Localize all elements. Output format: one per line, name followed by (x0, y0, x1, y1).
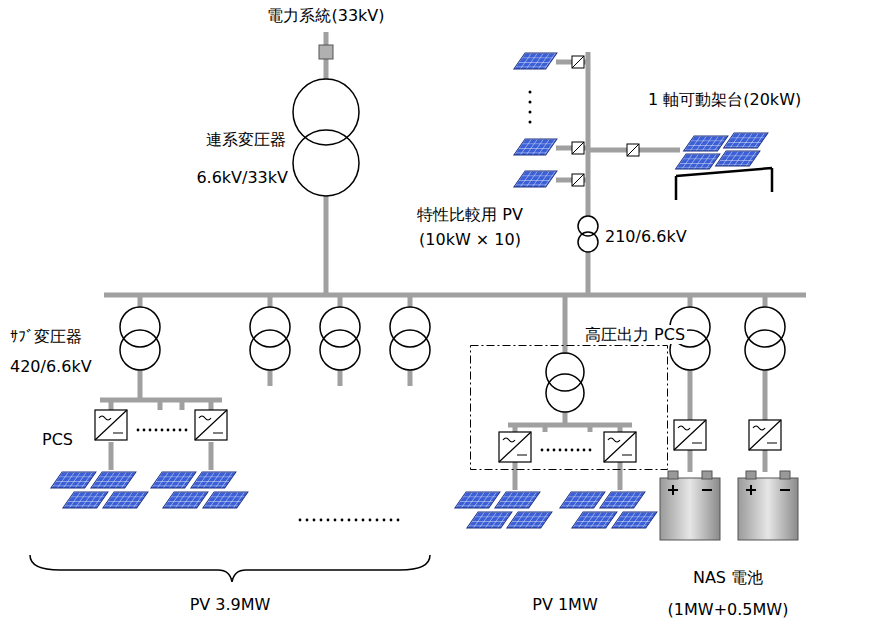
pv-panel (600, 492, 645, 508)
pcs-label: PCS (42, 430, 73, 449)
voltage-rating: 6.6kV/33kV (196, 168, 288, 187)
pv-panel (683, 136, 728, 151)
enclosure-heading: 高圧出力 PCS (583, 325, 687, 344)
breaker-symbols (572, 56, 639, 186)
pcs-symbol (604, 432, 636, 462)
voltage-rating: 420/6.6kV (10, 357, 92, 376)
capacity-label: PV 3.9MW (190, 595, 271, 614)
capacity-label: (1MW+0.5MW) (668, 600, 789, 619)
transformer-name: 連系変圧器 (206, 130, 286, 149)
pv-panel (514, 171, 557, 187)
pv-panel (191, 472, 236, 488)
pcs-symbols (95, 410, 781, 462)
tracker-label: 1 軸可動架台(20kW) (648, 90, 801, 109)
tracker-frame (676, 168, 772, 200)
pv-panel (467, 512, 512, 528)
bus-wires (100, 32, 806, 490)
battery-name: NAS 電池 (693, 568, 763, 587)
brace (30, 555, 430, 582)
capacity-label: PV 1MW (532, 595, 597, 614)
pcs-symbol (95, 410, 127, 440)
pv-panel (675, 154, 720, 169)
transformer-name: ｻﾌﾞ変圧器 (10, 327, 82, 346)
pv-panel (723, 133, 768, 148)
pcs-symbol (674, 420, 706, 450)
voltage-rating: 210/6.6kV (605, 227, 687, 246)
enclosure-outline (470, 345, 668, 470)
pv-panel (151, 472, 196, 488)
circuit-breaker (319, 45, 333, 59)
pcs-symbol (195, 410, 227, 440)
pcs-symbol (749, 420, 781, 450)
pv-panel (507, 512, 552, 528)
pv-panel (715, 151, 760, 166)
pv-panel (455, 492, 500, 508)
pv-panel (163, 492, 208, 508)
capacity-label: (10kW × 10) (419, 230, 521, 249)
dash-dot-enclosure: 高圧出力 PCS (470, 345, 668, 470)
pv-panel (514, 139, 557, 155)
pv-panel (612, 512, 657, 528)
pv-panel (514, 53, 557, 69)
transformer-symbols (120, 79, 785, 412)
group-name: 特性比較用 PV (417, 205, 523, 224)
pv-panel (495, 492, 540, 508)
pv-panel (103, 492, 148, 508)
ellipsis-dots (529, 91, 532, 124)
pv-panel (51, 472, 96, 488)
pv-panel (91, 472, 136, 488)
nas-battery (660, 471, 798, 540)
pv-panel (203, 492, 248, 508)
pv-panel (560, 492, 605, 508)
grid-label: 電力系統(33kV) (267, 6, 384, 25)
ellipsis-dots (137, 429, 592, 522)
pv-panel (63, 492, 108, 508)
pcs-symbol (499, 432, 531, 462)
pv-panels (51, 53, 768, 528)
pv-panel (572, 512, 617, 528)
